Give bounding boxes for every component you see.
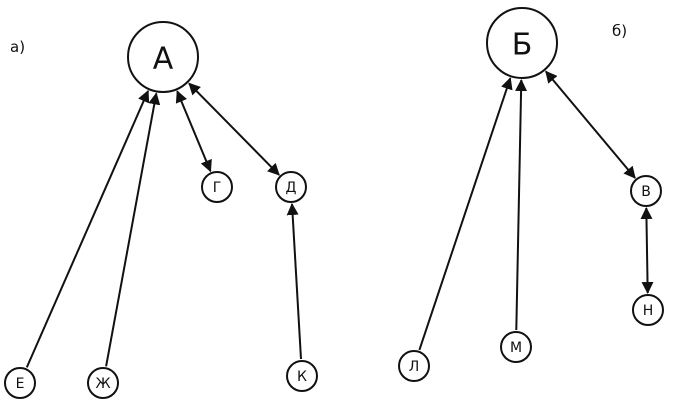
node-l: Л [398, 350, 430, 382]
node-n: Н [632, 294, 664, 326]
edge-b-v [545, 70, 636, 179]
node-a-label: А [153, 42, 174, 77]
node-k-label: К [297, 369, 307, 385]
node-e: Е [4, 367, 36, 399]
node-a: А [127, 21, 199, 93]
node-e-label: Е [16, 376, 25, 392]
edge-a-g [175, 90, 212, 173]
node-m: М [500, 331, 532, 363]
edges-layer [25, 70, 654, 368]
node-m-label: М [510, 340, 522, 356]
node-n-label: Н [643, 303, 654, 319]
node-zh-label: Ж [95, 376, 110, 392]
node-d: Д [275, 171, 307, 203]
node-zh: Ж [87, 367, 119, 399]
node-l-label: Л [409, 359, 420, 375]
panel-label-a: а) [10, 38, 25, 56]
node-v-label: В [641, 184, 651, 200]
node-d-label: Д [286, 180, 297, 196]
node-b: Б [486, 7, 558, 79]
node-v: В [630, 175, 662, 207]
edge-e-a [25, 89, 150, 368]
node-b-label: Б [512, 28, 533, 63]
edge-v-n [640, 207, 654, 294]
edge-k-d [286, 203, 302, 360]
panel-label-b: б) [612, 22, 627, 40]
edge-zh-a [105, 92, 161, 367]
node-k: К [286, 360, 318, 392]
node-g: Г [201, 171, 233, 203]
edge-a-d [188, 82, 280, 176]
edge-l-b [418, 77, 513, 351]
edge-m-b [515, 79, 528, 331]
node-g-label: Г [213, 180, 222, 196]
